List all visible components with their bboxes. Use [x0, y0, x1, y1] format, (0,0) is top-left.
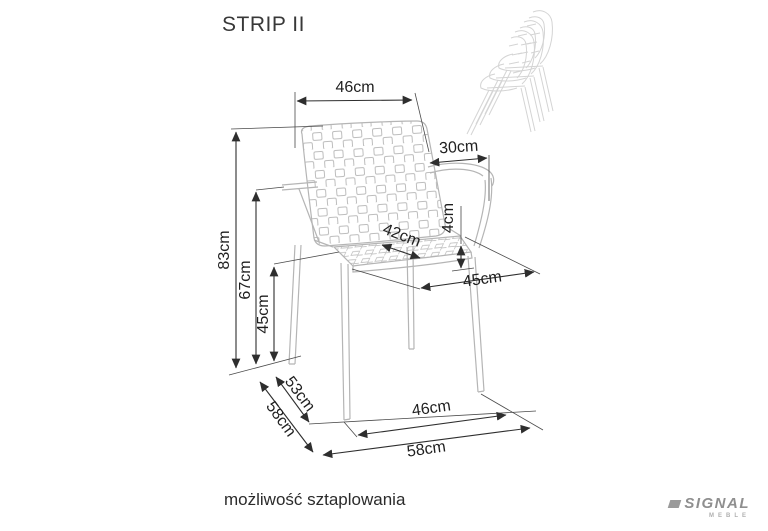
logo-sub-text: MEBLE: [709, 513, 750, 519]
brand-logo: SIGNAL MEBLE: [668, 495, 750, 519]
dim-front-leg-span-line: [357, 411, 507, 439]
chair-leg-back-right: [406, 245, 415, 350]
dim-total-depth-label: 58cm: [262, 399, 299, 441]
stacked-chairs-thumbnail: [466, 10, 554, 136]
chair-leg-back-left: [288, 244, 302, 365]
dim-seat-height-label: 45cm: [255, 294, 272, 333]
page-title: STRIP II: [222, 13, 305, 36]
dim-seat-width-line: [381, 243, 421, 260]
dim-total-width-line: [322, 424, 531, 459]
chair-leg-front-left: [340, 262, 351, 421]
dim-front-leg-span-label: 46cm: [411, 397, 452, 419]
dim-armrest-height-label: 67cm: [237, 260, 254, 299]
chair-seat-edge: [352, 251, 473, 273]
dim-seat-depth-line: [420, 268, 535, 292]
dim-total-depth-line: [259, 381, 314, 453]
chair-underseat-lines: [313, 225, 462, 248]
dimension-lines: [231, 95, 535, 459]
logo-brand-text: SIGNAL: [684, 495, 750, 512]
dim-armrest-length-label: 30cm: [439, 138, 479, 158]
stacking-caption: możliwość sztaplowania: [224, 490, 406, 509]
logo-flag-icon: [668, 499, 682, 508]
chair-backrest: [300, 120, 446, 247]
dim-total-width-label: 58cm: [406, 438, 447, 460]
chair-armrest-left: [281, 181, 320, 243]
dim-total-height-label: 83cm: [216, 230, 233, 269]
dim-armrest-length-line: [429, 154, 488, 167]
dim-seat-depth-label: 45cm: [462, 268, 503, 290]
chair-sketch: [281, 120, 495, 421]
extension-lines: [228, 92, 544, 438]
dim-backrest-width-line: [296, 95, 413, 106]
dim-seat-thickness-label: 4cm: [440, 203, 457, 233]
dim-backrest-width-label: 46cm: [335, 79, 374, 96]
